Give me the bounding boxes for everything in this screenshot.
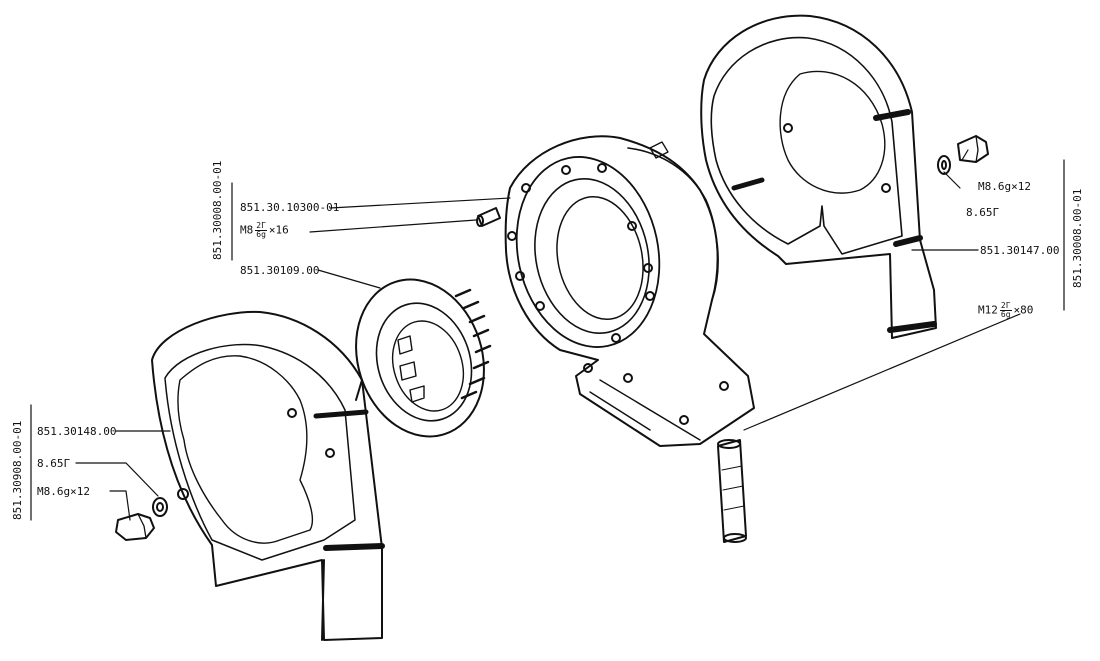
right-bolt-part	[957, 135, 989, 163]
center-ring-callout: 851.30109.00	[240, 264, 320, 277]
right-bolt-callout: M8.6g×12	[978, 180, 1031, 193]
center-stud-prefix: M8	[240, 223, 254, 237]
right-cover-callout: 851.30147.00	[980, 244, 1060, 257]
left-bolt-part	[115, 513, 155, 541]
right-pin-prefix: M12	[978, 303, 998, 317]
right-assembly-code: 851.30008.00-01	[1071, 188, 1084, 288]
center-stud-frac-num: 2Г	[255, 221, 267, 231]
right-washer-part	[937, 155, 951, 175]
leader-lines	[30, 149, 1065, 521]
left-assembly-code: 851.30908.00-01	[11, 420, 24, 520]
left-bolt-callout: M8.6g×12	[37, 485, 90, 498]
center-stud-frac-den: 6g	[256, 230, 266, 239]
right-pin-frac-num: 2Г	[999, 301, 1012, 311]
right-pin-frac-den: 6g	[1000, 310, 1011, 319]
left-washer-part	[152, 497, 168, 517]
right-washer-callout: 8.65Г	[966, 206, 1000, 219]
center-assembly-code: 851.30008.00-01	[211, 160, 224, 260]
center-stud-suffix: ×16	[268, 223, 289, 237]
center-housing-part	[504, 135, 755, 447]
center-stud-part	[476, 207, 501, 227]
center-housing-callout: 851.30.10300-01	[240, 201, 340, 214]
left-cover-part	[151, 310, 385, 641]
center-ring-part	[355, 278, 492, 438]
left-washer-callout: 8.65Г	[37, 457, 71, 470]
long-pin-part	[717, 439, 747, 543]
left-cover-callout: 851.30148.00	[37, 425, 117, 438]
right-cover-part	[700, 14, 937, 339]
right-pin-suffix: ×80	[1013, 303, 1034, 317]
